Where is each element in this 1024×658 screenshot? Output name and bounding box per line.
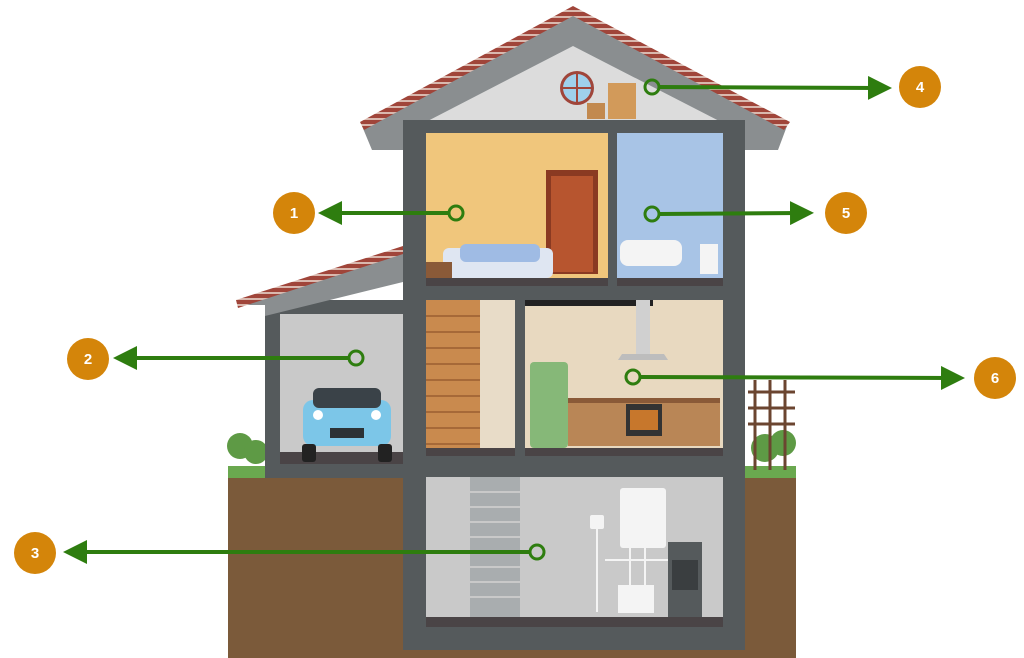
callout-6[interactable]: 6 bbox=[624, 357, 1016, 399]
callout-label: 4 bbox=[916, 79, 925, 96]
callout-label: 2 bbox=[84, 351, 92, 368]
callout-label: 3 bbox=[31, 545, 39, 562]
house-body bbox=[403, 120, 745, 650]
callout-label: 5 bbox=[842, 205, 850, 222]
car-icon bbox=[302, 388, 392, 462]
callout-5[interactable]: 5 bbox=[643, 192, 867, 234]
callout-label: 1 bbox=[290, 205, 298, 222]
callout-label: 6 bbox=[991, 370, 999, 387]
roof bbox=[360, 6, 790, 150]
callout-1[interactable]: 1 bbox=[273, 192, 465, 234]
callout-3[interactable]: 3 bbox=[14, 532, 546, 574]
callout-2[interactable]: 2 bbox=[67, 338, 365, 380]
garage bbox=[236, 246, 405, 478]
trellis bbox=[748, 380, 795, 470]
boiler-icon bbox=[590, 488, 702, 618]
callout-4[interactable]: 4 bbox=[643, 66, 941, 108]
